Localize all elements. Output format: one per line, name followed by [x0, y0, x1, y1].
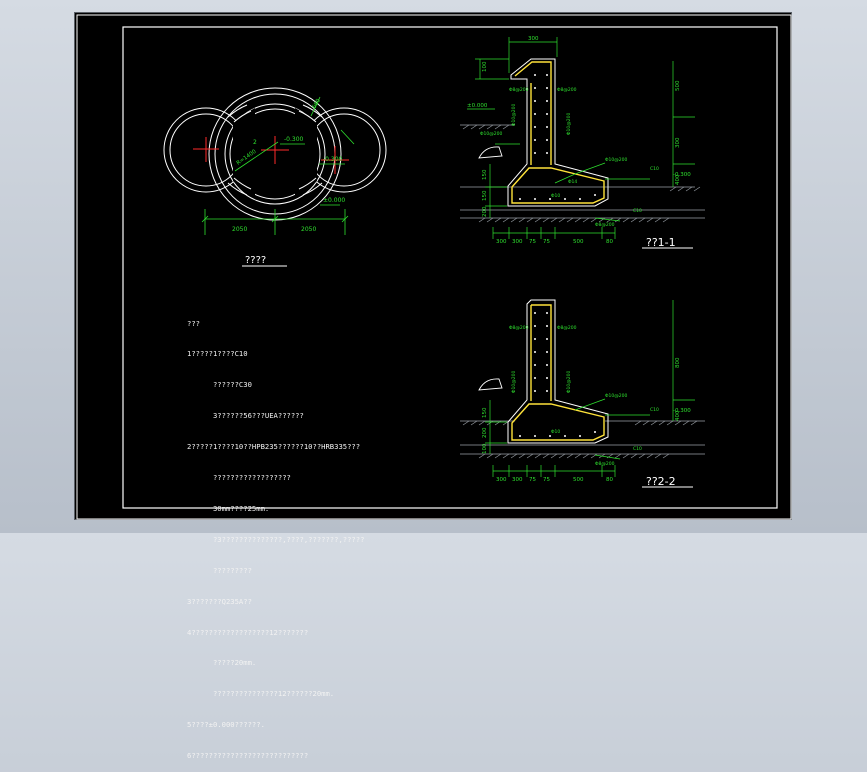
section1-label-hood: Φ10@200 — [480, 131, 502, 137]
section1-label-r10: Φ10 — [551, 193, 560, 199]
section1-dim-bottom-5: 80 — [606, 239, 613, 245]
section2-dim-bottom-3: 75 — [543, 477, 550, 483]
note-line: 5????±0.000??????. — [187, 720, 265, 730]
section2-dim-bottom-2: 75 — [529, 477, 536, 483]
section2-label-c10-right: C10 — [650, 407, 659, 413]
section2-dim-left-0: 150 — [482, 407, 488, 418]
section1-dim-top: 300 — [528, 36, 539, 42]
section1-label-bottom: Φ8@200 — [595, 222, 615, 228]
note-line: 3??????56???UEA?????? — [187, 411, 304, 421]
section2-elev-right: -0.300 — [673, 408, 691, 414]
section2-label-bottom: Φ8@200 — [595, 461, 615, 467]
section2-dim-right-0: 800 — [675, 357, 681, 368]
section1-dim-bottom-1: 300 — [512, 239, 523, 245]
note-line: 2?????1????10??HPB235??????10??HRB335??? — [187, 442, 361, 452]
section1-label-c10-bottom: C10 — [633, 208, 642, 214]
section2-label-c10-bottom: C10 — [633, 446, 642, 452]
section2-label-rebar-right: Φ8@200 — [557, 325, 577, 331]
section2-dim-bottom-5: 80 — [606, 477, 613, 483]
plan-dim-left: 2050 — [232, 226, 247, 233]
section2-dim-bottom-1: 300 — [512, 477, 523, 483]
section1-label-rebar-right: Φ8@200 — [557, 87, 577, 93]
note-line: 6??????????????????????????? — [187, 751, 309, 761]
note-line: 1?????1????C10 — [187, 349, 248, 359]
section2-dim-left-1: 200 — [482, 427, 488, 438]
inner-frame — [122, 26, 778, 509]
cad-viewport[interactable]: 2050 2050 R=1400 680 2 -0.300 -0.300 ±0.… — [74, 12, 792, 760]
section1-label-vert-left: Φ10@200 — [511, 104, 517, 126]
section1-elev-top: ±0.000 — [467, 103, 488, 109]
plan-dim-top: 680 — [312, 97, 323, 110]
section2-title: ??2-2 — [646, 475, 676, 488]
section1-dim-left-3: 200 — [482, 206, 488, 217]
note-line: 30mm????25mm. — [187, 503, 270, 513]
section-2-2[interactable]: Φ8@200 Φ8@200 Φ10@200 Φ10@200 Φ10@200 Φ1… — [460, 299, 705, 488]
section1-label-rebar-left: Φ8@200 — [509, 87, 529, 93]
section2-label-vert-right: Φ10@200 — [566, 371, 572, 393]
section1-elev-right: -0.300 — [673, 172, 691, 178]
section2-dim-left-2: 100 — [482, 443, 488, 454]
note-line: 3???????Q235A?? — [187, 596, 252, 606]
section1-dim-left-1: 150 — [482, 169, 488, 180]
section1-label-slope: Φ10@200 — [605, 157, 627, 163]
section2-label-slope: Φ10@200 — [605, 393, 627, 399]
section1-dim-right-1: 300 — [675, 137, 681, 148]
plan-elev-center: -0.300 — [284, 136, 304, 143]
section1-dim-left-0: 100 — [482, 61, 488, 72]
section1-dim-right-0: 500 — [675, 80, 681, 91]
section1-dim-bottom-2: 75 — [529, 239, 536, 245]
plan-elev-ground: ±0.000 — [323, 197, 345, 204]
section2-label-vert-left: Φ10@200 — [511, 371, 517, 393]
note-line: 4??????????????????12??????? — [187, 627, 309, 637]
section2-label-r10: Φ10 — [551, 429, 560, 435]
design-notes: ??? 1?????1????C10 ??????C30 3??????56??… — [187, 298, 437, 772]
section1-dim-bottom-3: 75 — [543, 239, 550, 245]
section1-title: ??1-1 — [646, 236, 676, 249]
cad-drawing: 2050 2050 R=1400 680 2 -0.300 -0.300 ±0.… — [76, 14, 792, 520]
section1-label-r14: Φ14 — [568, 179, 577, 185]
section1-label-vert-right: Φ10@200 — [566, 113, 572, 135]
note-line: ?????20mm. — [187, 658, 257, 668]
section2-dim-right-1: 400 — [675, 410, 681, 421]
outer-frame — [76, 14, 792, 520]
note-line: ???????????????12??????20mm. — [187, 689, 335, 699]
note-line: ?????????????????? — [187, 473, 291, 483]
section-1-1[interactable]: Φ8@200 Φ8@200 Φ10@200 Φ10@200 Φ10@200 Φ1… — [460, 36, 705, 249]
note-line: ??? — [187, 318, 200, 328]
note-line: ????????? — [187, 565, 252, 575]
section2-dim-bottom-4: 500 — [573, 477, 584, 483]
note-line: ?3??????????????,????,???????,????? — [187, 534, 365, 544]
plan-dim-marker: 2 — [253, 139, 257, 146]
section2-label-rebar-left: Φ8@200 — [509, 325, 529, 331]
plan-elev-lower: -0.300 — [323, 156, 343, 163]
section2-dim-bottom-0: 300 — [496, 477, 507, 483]
section1-dim-left-2: 150 — [482, 190, 488, 201]
section1-dim-bottom-0: 300 — [496, 239, 507, 245]
section1-dim-bottom-4: 500 — [573, 239, 584, 245]
section1-label-c10-right: C10 — [650, 166, 659, 172]
plan-view[interactable]: 2050 2050 R=1400 680 2 -0.300 -0.300 ±0.… — [163, 87, 387, 267]
plan-title: ???? — [245, 255, 266, 266]
note-line: ??????C30 — [187, 380, 252, 390]
section1-dim-right-2: 400 — [675, 174, 681, 185]
plan-dim-right: 2050 — [301, 226, 316, 233]
